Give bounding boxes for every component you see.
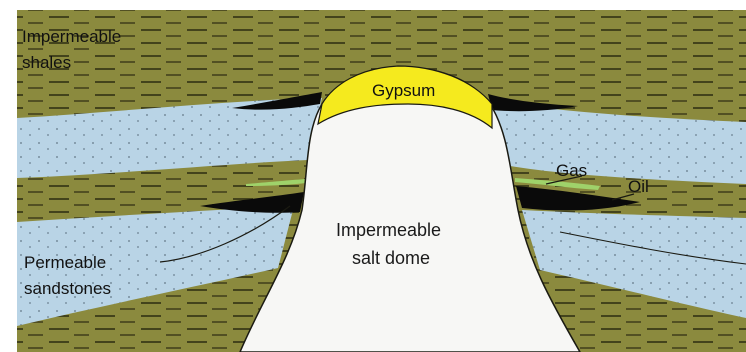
label-dome-line1: Impermeable xyxy=(336,220,441,240)
label-gas: Gas xyxy=(556,161,587,180)
label-dome-line2: salt dome xyxy=(352,248,430,268)
label-oil: Oil xyxy=(628,177,649,196)
label-shales-line1: Impermeable xyxy=(22,27,121,46)
label-sandstone-line2: sandstones xyxy=(24,279,111,298)
label-shales-line2: shales xyxy=(22,53,71,72)
label-sandstone-line1: Permeable xyxy=(24,253,106,272)
label-gypsum: Gypsum xyxy=(372,81,435,100)
